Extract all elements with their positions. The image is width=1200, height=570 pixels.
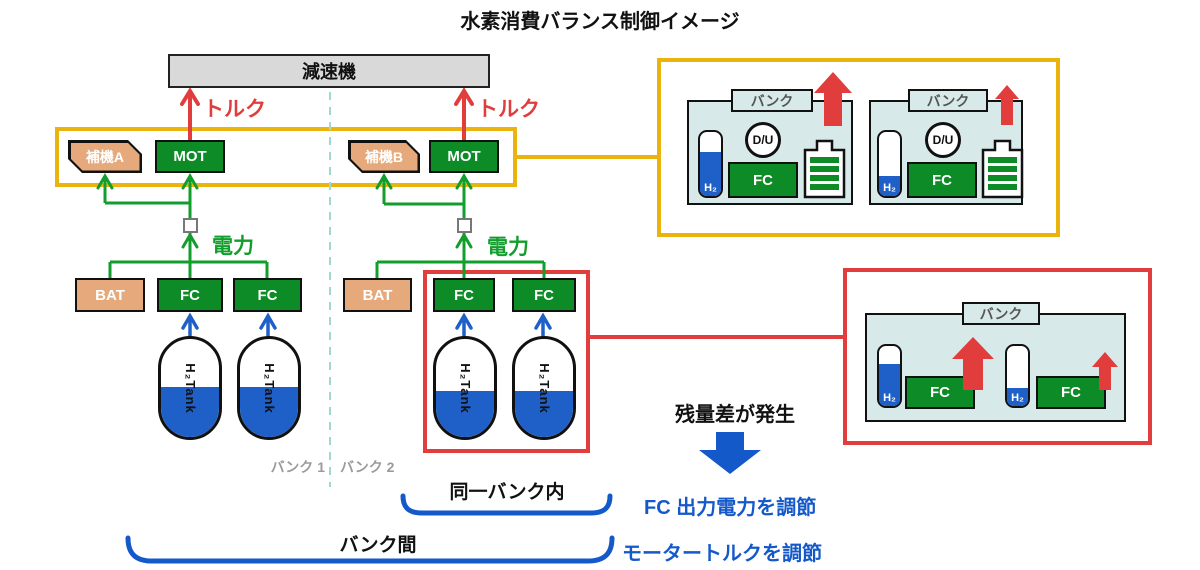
auxiliary-b-box: 補機B <box>348 140 420 173</box>
torque-label-right: トルク <box>477 98 540 121</box>
h2-gauge-label: H₂ <box>883 182 896 194</box>
fc-adjust-label: FC 出力電力を調節 <box>644 497 817 519</box>
fc-box-samebank-1: FC <box>905 376 975 409</box>
tank-level <box>240 387 298 437</box>
torque-arrow-left <box>180 87 200 142</box>
h2-gauge-level <box>879 176 900 196</box>
battery-label: BAT <box>362 286 393 304</box>
fc-box-bank1-1: FC <box>157 278 223 312</box>
h2-tank-bank1-1: H₂Tank <box>158 336 222 440</box>
du-converter-bank-b: D/U <box>925 122 961 158</box>
battery-box-bank1: BAT <box>75 278 145 312</box>
tank-level <box>161 387 219 437</box>
fc-box-detail-b: FC <box>907 162 977 198</box>
h2-gauge-label: H₂ <box>883 392 896 404</box>
h2-gauge-label: H₂ <box>704 182 717 194</box>
h2-gauge-bank-a: H₂ <box>698 130 723 198</box>
fc-label: FC <box>257 286 278 304</box>
motor-box-left: MOT <box>155 140 225 173</box>
power-junction-right <box>457 218 472 233</box>
torque-label-left: トルク <box>203 98 266 121</box>
tank-label: H₂Tank <box>536 362 552 414</box>
fc-box-detail-a: FC <box>728 162 798 198</box>
detail-bank-b-tab: バンク <box>908 89 988 112</box>
hydrogen-arrows <box>181 312 552 337</box>
h2-gauge-label: H₂ <box>1011 392 1024 404</box>
fc-label: FC <box>1061 384 1081 401</box>
same-bank-caption: 同一バンク内 <box>449 482 565 503</box>
du-label: D/U <box>752 133 774 147</box>
bank-tab-label: バンク <box>750 92 794 109</box>
motor-label-left: MOT <box>173 148 207 165</box>
du-label: D/U <box>932 133 954 147</box>
battery-box-bank2: BAT <box>343 278 412 312</box>
bank-tab-label: バンク <box>926 92 970 109</box>
battery-label: BAT <box>95 286 125 304</box>
down-arrow-icon <box>699 432 761 474</box>
fc-label: FC <box>534 286 554 304</box>
tank-label: H₂Tank <box>457 362 473 414</box>
h2-gauge-samebank-1: H₂ <box>877 344 902 408</box>
auxiliary-b-label: 補機B <box>364 148 404 165</box>
power-label-right: 電力 <box>487 236 529 259</box>
motor-box-right: MOT <box>429 140 499 173</box>
h2-tank-bank1-2: H₂Tank <box>237 336 301 440</box>
diagram-title: 水素消費バランス制御イメージ <box>460 11 740 33</box>
same-bank-tab: バンク <box>962 302 1040 325</box>
tank-label: H₂Tank <box>182 362 198 414</box>
h2-tank-bank2-1: H₂Tank <box>433 336 497 440</box>
bank-tab-label: バンク <box>979 305 1023 322</box>
detail-bank-a-tab: バンク <box>731 89 813 112</box>
motor-adjust-label: モータートルクを調節 <box>622 543 822 565</box>
fc-box-bank2-2: FC <box>512 278 576 312</box>
h2-gauge-level <box>879 364 900 406</box>
h2-gauge-level <box>1007 388 1028 406</box>
fc-label: FC <box>180 286 200 304</box>
tank-label: H₂Tank <box>261 362 277 414</box>
fc-label: FC <box>454 286 474 304</box>
power-junction-left <box>183 218 198 233</box>
motor-label-right: MOT <box>447 148 481 165</box>
fc-label: FC <box>932 171 952 189</box>
bank2-caption: バンク 2 <box>340 459 395 475</box>
auxiliary-a-box: 補機A <box>68 140 142 173</box>
reduction-gear-box: 減速機 <box>168 54 490 88</box>
du-converter-bank-a: D/U <box>745 122 781 158</box>
bank1-caption: バンク 1 <box>270 459 325 475</box>
h2-gauge-samebank-2: H₂ <box>1005 344 1030 408</box>
reduction-gear-label: 減速機 <box>302 62 356 82</box>
fc-box-samebank-2: FC <box>1036 376 1106 409</box>
h2-tank-bank2-2: H₂Tank <box>512 336 576 440</box>
h2-gauge-bank-b: H₂ <box>877 130 902 198</box>
h2-gauge-level <box>700 152 721 196</box>
power-label-left: 電力 <box>212 235 254 258</box>
remaining-difference-label: 残量差が発生 <box>675 404 795 426</box>
fc-box-bank2-1: FC <box>433 278 495 312</box>
between-banks-caption: バンク間 <box>339 535 417 556</box>
fc-label: FC <box>930 384 950 401</box>
auxiliary-a-label: 補機A <box>85 148 125 165</box>
fc-box-bank1-2: FC <box>233 278 302 312</box>
torque-arrow-right <box>454 87 474 142</box>
fc-label: FC <box>753 171 773 189</box>
